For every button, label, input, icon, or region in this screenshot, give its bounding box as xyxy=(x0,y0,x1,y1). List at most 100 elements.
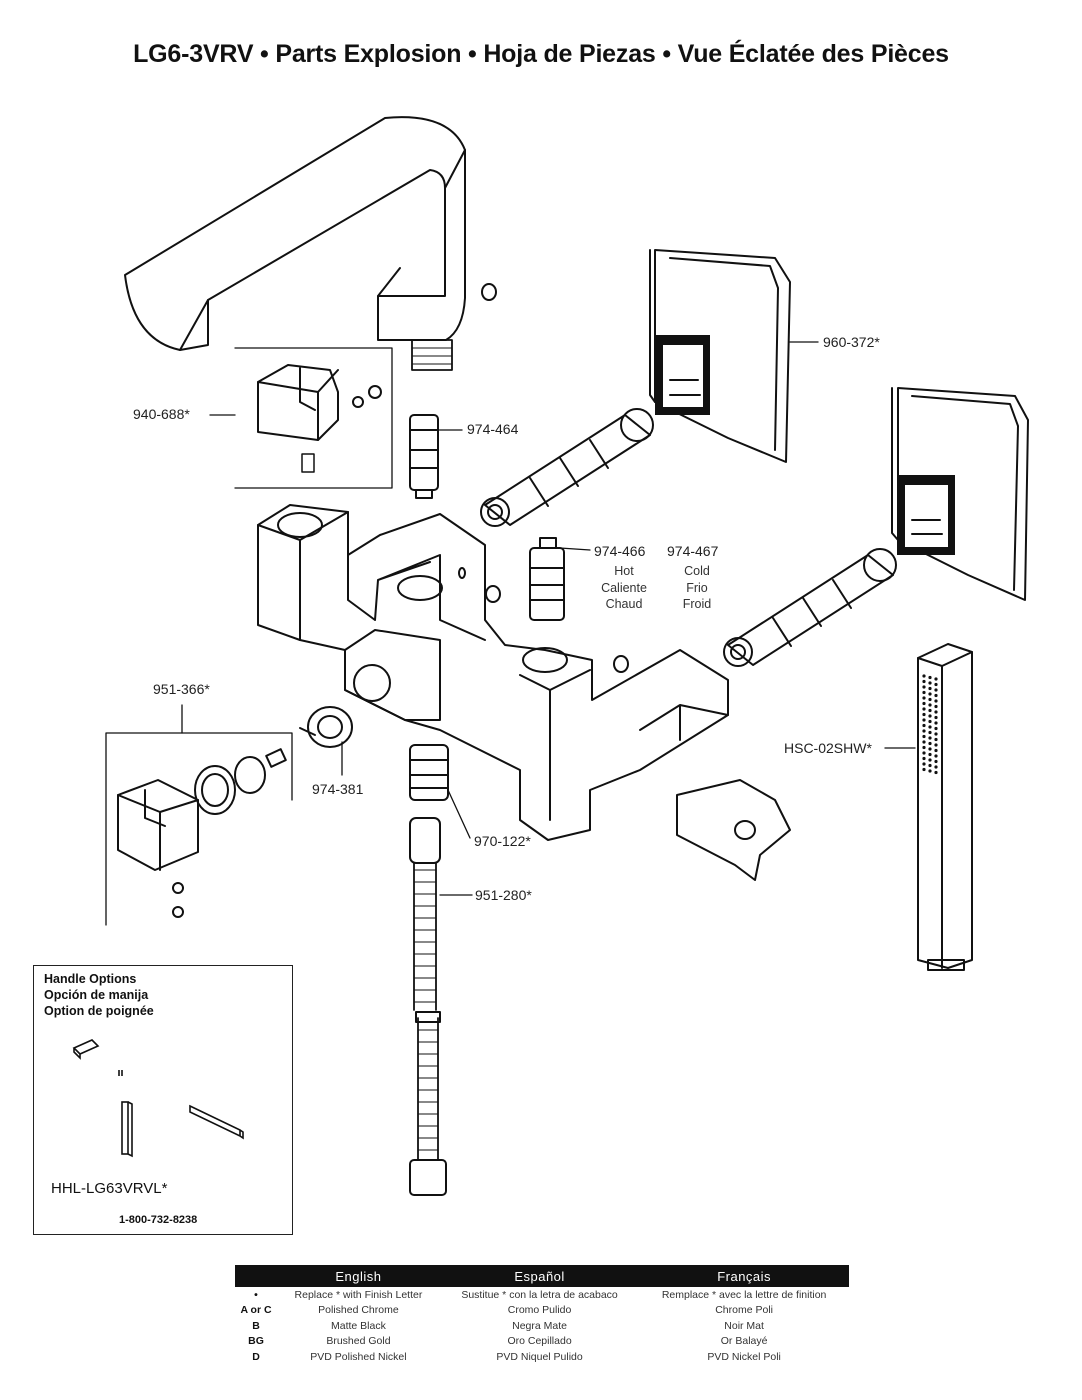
spray-nozzle-dot xyxy=(922,756,926,761)
page-title: LG6-3VRV • Parts Explosion • Hoja de Pie… xyxy=(133,40,949,68)
table-row: • Replace * with Finish Letter Sustitue … xyxy=(235,1287,849,1303)
cold-en: Cold xyxy=(684,564,710,578)
label-handle-kit: 951-366* xyxy=(153,681,210,697)
spray-nozzle-dot xyxy=(928,725,932,729)
label-diverter: 974-381 xyxy=(312,781,364,797)
legend-header-english: English xyxy=(277,1265,440,1287)
label-check-valve: 974-464 xyxy=(467,421,519,437)
legend-english: Matte Black xyxy=(331,1319,386,1332)
cold-labels: Cold Frio Froid xyxy=(657,563,737,613)
spray-nozzle-dot xyxy=(928,708,932,713)
spray-nozzle-dot xyxy=(928,681,932,685)
spray-nozzle-dot xyxy=(928,747,932,751)
spray-nozzle-dot xyxy=(922,690,926,695)
legend-key: BG xyxy=(248,1335,264,1348)
handle-options-heading-fr: Option de poignée xyxy=(44,1004,154,1018)
spray-nozzle-dot xyxy=(934,693,938,698)
spray-nozzle-dot xyxy=(934,743,938,747)
spray-nozzle-dot xyxy=(928,730,932,735)
spray-nozzle-dot xyxy=(922,674,926,678)
spray-nozzle-dot xyxy=(934,699,938,703)
spray-nozzle-dot xyxy=(922,751,926,755)
escutcheon-drawing-1 xyxy=(649,249,791,463)
spray-nozzle-dot xyxy=(922,718,926,722)
spray-nozzle-dot xyxy=(922,740,926,744)
table-row: BG Brushed Gold Oro Cepillado Or Balayé xyxy=(235,1334,849,1350)
spray-nozzle-dot xyxy=(934,688,938,692)
spray-nozzle-dot xyxy=(934,726,938,731)
tub-spout-drawing xyxy=(124,116,497,371)
spray-nozzle-dot xyxy=(934,682,938,687)
hot-fr: Chaud xyxy=(605,597,643,611)
label-spout-kit: 940-688* xyxy=(133,406,190,422)
handle-options-box: Handle Options Opción de manija Option d… xyxy=(33,965,293,1235)
legend-spanish: Oro Cepillado xyxy=(507,1335,572,1348)
table-row: D PVD Polished Nickel PVD Niquel Pulido … xyxy=(235,1349,849,1365)
handle-options-heading-en: Handle Options xyxy=(44,972,137,986)
shower-holder-drawing xyxy=(676,779,791,881)
extension-sleeve-drawing-1 xyxy=(480,408,654,527)
label-hand-shower: HSC-02SHW* xyxy=(784,740,872,756)
legend-french: Or Balayé xyxy=(720,1335,768,1348)
cartridge-drawing xyxy=(529,537,565,621)
legend-french: Chrome Poli xyxy=(715,1304,773,1317)
spray-nozzle-dot xyxy=(928,752,932,757)
label-escutcheon: 960-372* xyxy=(823,334,880,350)
spray-nozzle-dot xyxy=(922,762,926,766)
spray-nozzle-dot xyxy=(928,697,932,702)
label-adapter: 970-122* xyxy=(474,833,531,849)
spray-nozzle-dot xyxy=(928,758,932,762)
spray-nozzle-dot xyxy=(922,696,926,700)
spray-nozzle-dot xyxy=(934,748,938,753)
adapter-drawing xyxy=(409,744,449,801)
legend-header-key xyxy=(235,1265,277,1287)
legend-french: PVD Nickel Poli xyxy=(707,1350,781,1363)
spray-nozzle-dot xyxy=(928,686,932,691)
spray-nozzle-dot xyxy=(928,736,932,740)
spray-nozzle-dot xyxy=(928,769,932,773)
spray-nozzle-dot xyxy=(922,767,926,772)
spray-nozzle-dot xyxy=(922,734,926,739)
check-valve-drawing xyxy=(409,414,439,499)
legend-spanish: Sustitue * con la letra de acabaco xyxy=(461,1288,618,1301)
spray-nozzle-dot xyxy=(934,765,938,769)
spray-nozzle-dot xyxy=(934,732,938,736)
spray-nozzle-dot xyxy=(934,721,938,725)
label-cartridge-cold: 974-467 xyxy=(667,543,719,559)
phone-number: 1-800-732-8238 xyxy=(119,1214,198,1226)
spray-nozzle-dot xyxy=(922,723,926,728)
spray-nozzle-dot xyxy=(928,692,932,696)
legend-spanish: PVD Niquel Pulido xyxy=(496,1350,583,1363)
legend-french: Noir Mat xyxy=(724,1319,764,1332)
spray-nozzle-dot xyxy=(928,719,932,724)
spout-block-drawing xyxy=(257,364,382,473)
spray-nozzle-dot xyxy=(922,712,926,717)
legend-header-french: Français xyxy=(639,1265,849,1287)
spray-nozzle-dot xyxy=(922,729,926,733)
spray-nozzle-dot xyxy=(922,745,926,750)
legend-english: Replace * with Finish Letter xyxy=(294,1288,423,1301)
legend-header-row: English Español Français xyxy=(235,1265,849,1287)
cold-es: Frio xyxy=(686,580,708,595)
legend-french: Remplace * avec la lettre de finition xyxy=(661,1288,827,1301)
spray-nozzle-dot xyxy=(934,770,938,775)
label-hose: 951-280* xyxy=(475,887,532,903)
hand-shower-drawing xyxy=(917,643,973,971)
spray-nozzle-dot xyxy=(934,737,938,742)
spray-nozzle-dot xyxy=(922,707,926,711)
cold-fr: Froid xyxy=(682,597,712,611)
legend-key: B xyxy=(252,1319,260,1332)
spray-nozzle-dot xyxy=(928,703,932,707)
valve-body-drawing xyxy=(257,504,729,841)
legend-english: Polished Chrome xyxy=(318,1304,399,1317)
spray-nozzle-dot xyxy=(928,763,932,768)
hot-es: Caliente xyxy=(601,580,647,595)
handle-drawing xyxy=(117,748,287,918)
label-cartridge-hot: 974-466 xyxy=(594,543,646,559)
hot-en: Hot xyxy=(614,564,634,578)
hose-drawing xyxy=(409,817,447,1196)
handle-option-code: HHL-LG63VRVL* xyxy=(51,1180,168,1197)
leader-lines xyxy=(181,341,916,896)
legend-key: • xyxy=(254,1288,258,1301)
